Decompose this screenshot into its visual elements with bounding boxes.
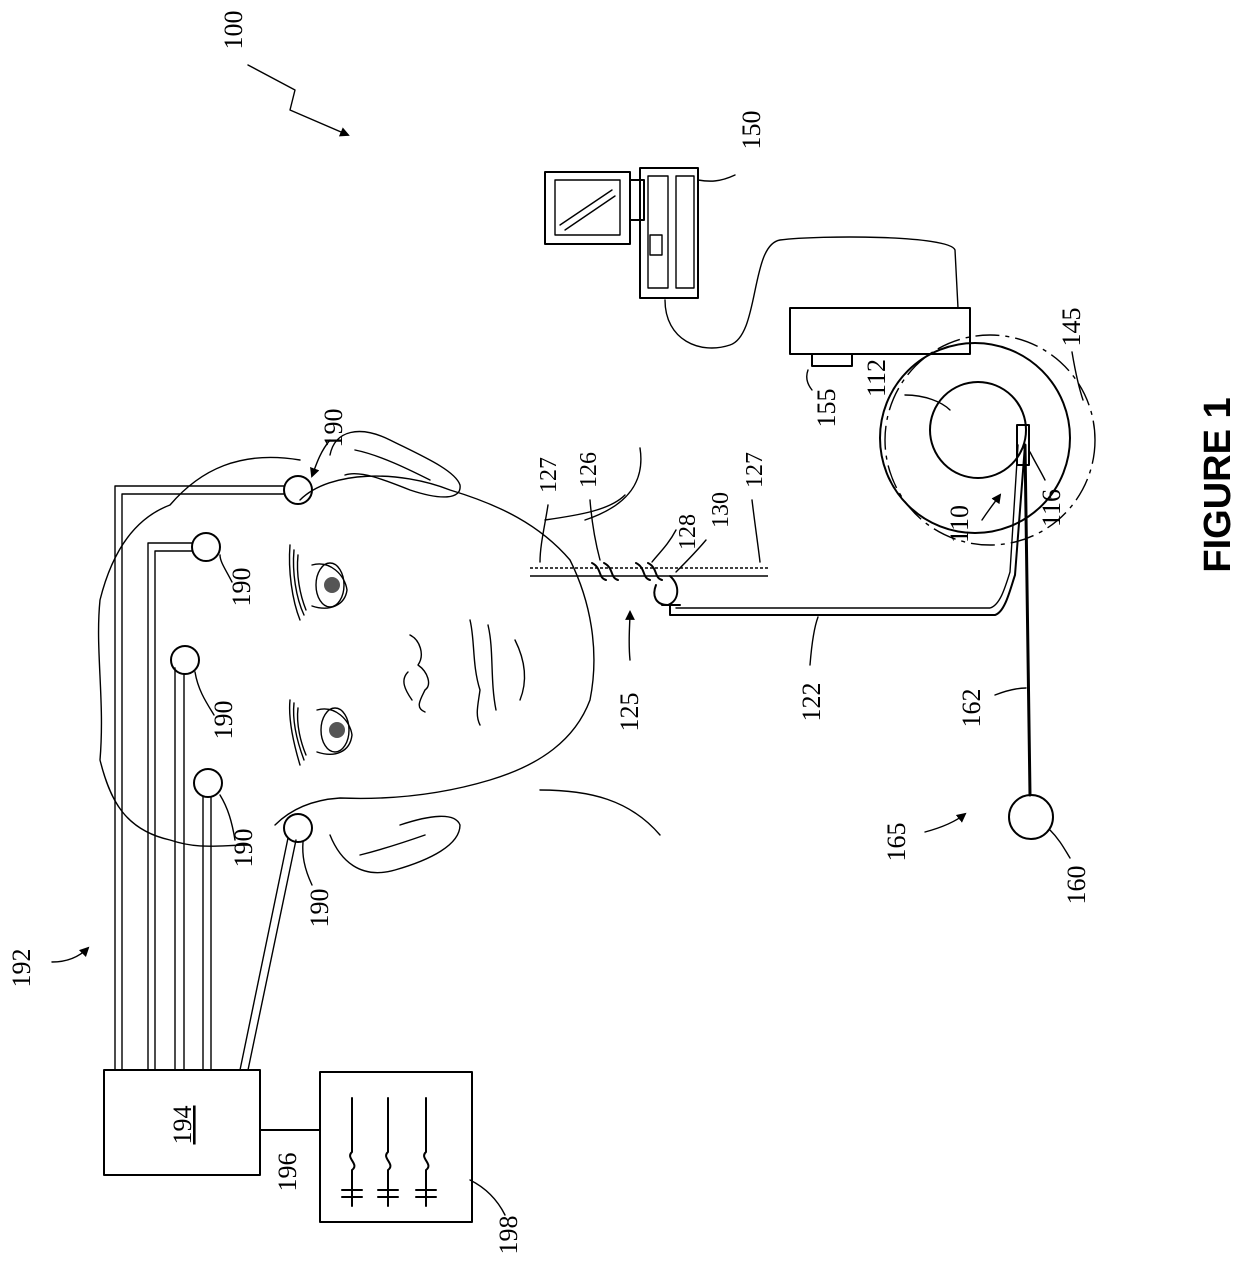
system-label: 100 bbox=[219, 11, 248, 50]
electrode-128-label: 128 bbox=[675, 514, 701, 550]
interface-box-tab bbox=[812, 354, 852, 366]
scalp-electrode-2 bbox=[192, 533, 220, 561]
waveform-traces bbox=[342, 1098, 436, 1206]
electrode-127-top-label: 127 bbox=[536, 457, 562, 493]
lead-assembly bbox=[530, 563, 768, 605]
eeg-assembly-label: 192 bbox=[7, 949, 36, 988]
scalp-electrodes bbox=[171, 476, 312, 842]
hair-outline bbox=[99, 457, 300, 846]
svg-text:190: 190 bbox=[319, 409, 348, 448]
svg-text:190: 190 bbox=[227, 568, 256, 607]
scalp-electrode-4 bbox=[194, 769, 222, 797]
ground-wire bbox=[1025, 445, 1030, 795]
electrode-130-label: 130 bbox=[708, 492, 734, 528]
scalp-electrode-1 bbox=[284, 476, 312, 504]
interface-label: 155 bbox=[812, 389, 841, 428]
device-body bbox=[930, 382, 1026, 478]
electrode-127-bottom-label: 127 bbox=[742, 452, 768, 488]
connector-label: 116 bbox=[1037, 489, 1066, 527]
electrode-126-label: 126 bbox=[576, 452, 602, 488]
patient-head-drawing bbox=[99, 432, 660, 873]
computer-label: 150 bbox=[737, 111, 766, 150]
device-arrow-label: 110 bbox=[945, 505, 974, 543]
ground-assembly-label: 165 bbox=[882, 823, 911, 862]
ground-electrode bbox=[1009, 795, 1053, 839]
computer-drawing bbox=[545, 168, 698, 298]
lead-assembly-label: 125 bbox=[615, 693, 644, 732]
face-outline bbox=[275, 476, 594, 825]
ground-wire-label: 162 bbox=[957, 689, 986, 728]
amp-link-label: 196 bbox=[273, 1153, 302, 1192]
ground-electrode-label: 160 bbox=[1062, 866, 1091, 905]
figure-caption: FIGURE 1 bbox=[1197, 397, 1239, 572]
nose bbox=[410, 635, 429, 712]
svg-text:190: 190 bbox=[305, 889, 334, 928]
device-ring-label: 145 bbox=[1057, 308, 1086, 347]
waveform-display-label: 198 bbox=[494, 1216, 523, 1255]
interface-box bbox=[790, 308, 970, 354]
eeg-wires bbox=[115, 486, 296, 1070]
device-body-label: 112 bbox=[862, 359, 891, 397]
catheter-label: 122 bbox=[797, 683, 826, 722]
computer-cable bbox=[665, 237, 958, 348]
neck-line-lower bbox=[540, 790, 660, 835]
mouth bbox=[470, 620, 480, 725]
amplifier-label: 194 bbox=[168, 1106, 197, 1145]
waveform-display-box bbox=[320, 1072, 472, 1222]
svg-text:190: 190 bbox=[209, 701, 238, 740]
